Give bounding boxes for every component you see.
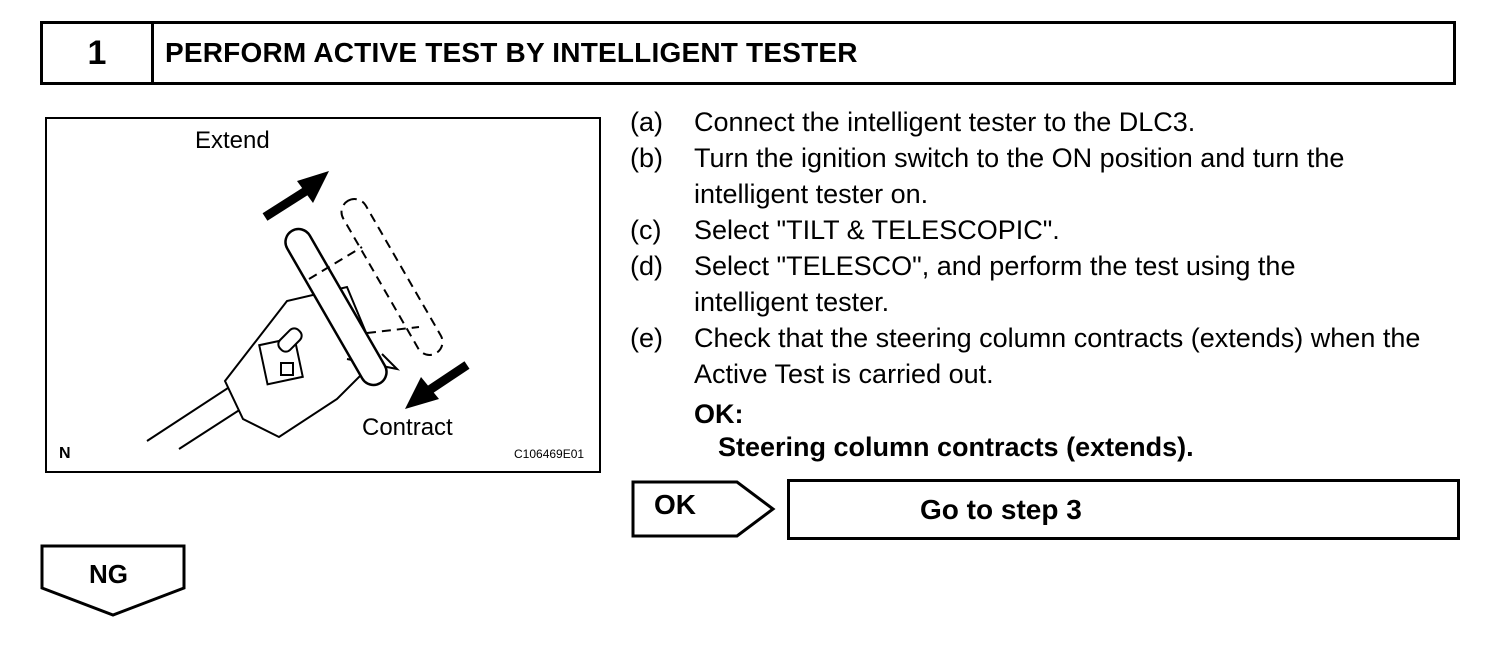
- figure-code: C106469E01: [514, 447, 585, 461]
- steering-column-illustration: Extend Contract N C106469E01: [45, 117, 601, 473]
- step-label: (b): [630, 143, 663, 173]
- step-item-b: (b) Turn the ignition switch to the ON p…: [630, 140, 1434, 212]
- step-text: Connect the intelligent tester to the DL…: [694, 107, 1196, 137]
- step-text: Turn the ignition switch to the ON posit…: [694, 143, 1345, 209]
- step-label: (c): [630, 215, 662, 245]
- step-number: 1: [43, 24, 154, 82]
- steering-wheel-drawing: [146, 171, 470, 450]
- figure-corner-label: N: [59, 445, 71, 462]
- ng-arrow-tag: [40, 544, 186, 617]
- step-label: (a): [630, 107, 663, 137]
- ng-tag-label: NG: [89, 559, 128, 589]
- step-text: Check that the steering column contracts…: [694, 323, 1421, 389]
- step-item-c: (c) Select "TILT & TELESCOPIC".: [630, 212, 1470, 248]
- contract-label: Contract: [362, 414, 453, 441]
- step-label: (e): [630, 323, 663, 353]
- extend-label: Extend: [195, 127, 270, 154]
- procedure-steps: (a) Connect the intelligent tester to th…: [630, 104, 1470, 392]
- ok-tag-label: OK: [654, 489, 696, 520]
- goto-step-box[interactable]: Go to step 3: [787, 479, 1460, 540]
- step-item-a: (a) Connect the intelligent tester to th…: [630, 104, 1470, 140]
- step-item-d: (d) Select "TELESCO", and perform the te…: [630, 248, 1394, 320]
- ok-heading: OK:: [694, 399, 744, 429]
- step-title: PERFORM ACTIVE TEST BY INTELLIGENT TESTE…: [165, 37, 858, 68]
- step-text: Select "TILT & TELESCOPIC".: [694, 215, 1060, 245]
- ok-arrow-tag: [631, 480, 776, 538]
- step-header: 1 PERFORM ACTIVE TEST BY INTELLIGENT TES…: [40, 21, 1456, 85]
- step-text: Select "TELESCO", and perform the test u…: [694, 251, 1296, 317]
- goto-step-label: Go to step 3: [920, 493, 1082, 525]
- step-label: (d): [630, 251, 663, 281]
- step-item-e: (e) Check that the steering column contr…: [630, 320, 1474, 392]
- ok-result: Steering column contracts (extends).: [718, 432, 1194, 462]
